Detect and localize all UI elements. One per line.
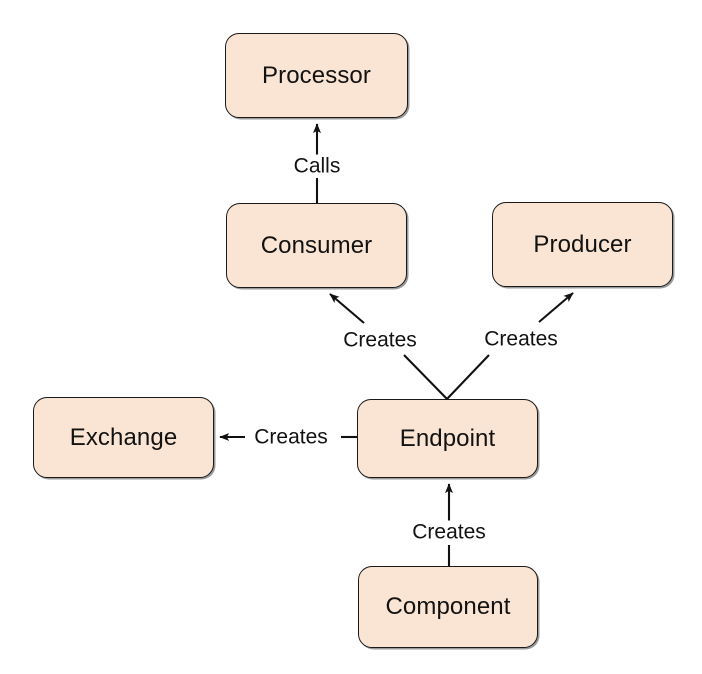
edge-endpoint-creates-consumer: [329, 293, 448, 400]
node-consumer-label: Consumer: [260, 231, 373, 259]
node-consumer[interactable]: Consumer: [226, 203, 407, 288]
node-endpoint-label: Endpoint: [399, 424, 496, 452]
edge-label-creates-producer: Creates: [481, 327, 561, 351]
node-exchange-label: Exchange: [69, 423, 178, 451]
edge-endpoint-creates-producer: [446, 292, 574, 400]
node-component[interactable]: Component: [358, 566, 538, 648]
node-endpoint[interactable]: Endpoint: [357, 399, 538, 478]
node-processor[interactable]: Processor: [225, 33, 408, 118]
node-processor-label: Processor: [262, 61, 371, 89]
node-exchange[interactable]: Exchange: [33, 397, 214, 478]
edge-label-creates-endpoint: Creates: [409, 520, 489, 544]
node-producer-label: Producer: [533, 230, 632, 258]
edge-label-calls: Calls: [290, 154, 344, 178]
edge-label-creates-exchange: Creates: [251, 425, 331, 449]
edge-label-creates-consumer: Creates: [340, 328, 420, 352]
node-producer[interactable]: Producer: [492, 202, 673, 287]
node-component-label: Component: [385, 593, 511, 620]
